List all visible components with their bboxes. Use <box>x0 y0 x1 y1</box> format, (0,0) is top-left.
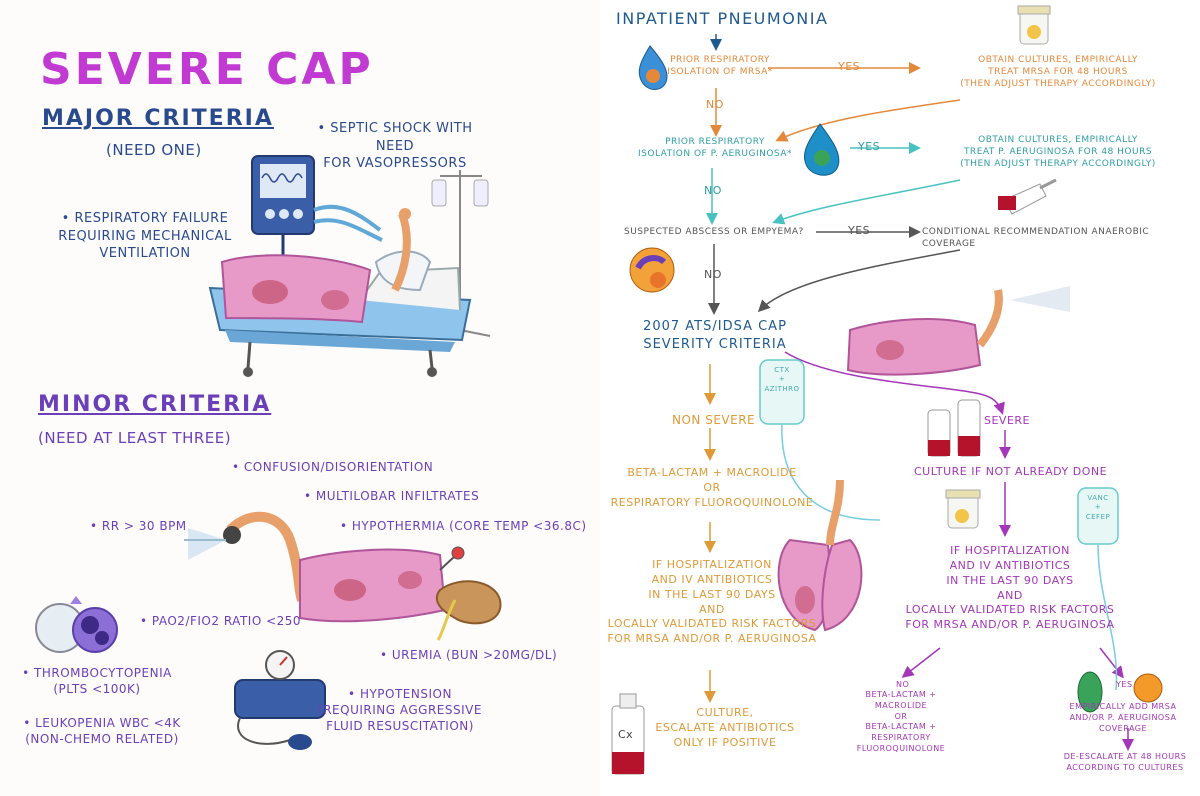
multilobar-item: • MULTILOBAR INFILTRATES <box>304 488 479 504</box>
pseudomonas-yes-action: OBTAIN CULTURES, EMPIRICALLY TREAT P. AE… <box>918 134 1198 170</box>
major-criteria-subheading: (NEED ONE) <box>106 140 202 160</box>
non-severe-culture: CULTURE, ESCALATE ANTIBIOTICS ONLY IF PO… <box>650 706 800 751</box>
severe-no-regimen: BETA-LACTAM + MACROLIDE OR BETA-LACTAM +… <box>826 690 976 755</box>
severe-yes-coverage: EMPIRICALLY ADD MRSA AND/OR P. AERUGINOS… <box>1046 702 1200 734</box>
iv-bag-vanc-label: VANC + CEFEP <box>1078 494 1118 522</box>
respiratory-failure-item: • RESPIRATORY FAILURE REQUIRING MECHANIC… <box>50 210 240 263</box>
iv-bag-ctx-label: CTX + AZITHRO <box>762 366 802 394</box>
major-criteria-heading: MAJOR CRITERIA <box>42 104 274 134</box>
inpatient-pneumonia-flowchart: INPATIENT PNEUMONIA PRIOR RESPIRATORY IS… <box>600 0 1200 796</box>
uremia-item: • UREMIA (BUN >20mg/dL) <box>380 647 557 663</box>
abscess-no-label: NO <box>704 268 722 283</box>
flowchart-title: INPATIENT PNEUMONIA <box>616 8 828 30</box>
pseudomonas-no-label: NO <box>704 184 722 199</box>
right-lung-icon <box>848 286 1070 375</box>
thrombocytopenia-item: • THROMBOCYTOPENIA (PLTS <100K) <box>12 665 182 697</box>
severity-criteria: 2007 ATS/IDSA CAP SEVERITY CRITERIA <box>620 318 810 353</box>
kidney-icon <box>437 581 501 640</box>
abscess-yes-label: YES <box>848 224 870 239</box>
culture-jar-icon <box>1018 6 1050 44</box>
anaerobe-bacteria-icon <box>630 248 674 292</box>
leukopenia-item: • LEUKOPENIA WBC <4K (NON-CHEMO RELATED) <box>12 715 192 747</box>
culture-bottle-icon <box>998 180 1056 214</box>
blood-cells-icon <box>36 596 117 652</box>
pseudomonas-question: PRIOR RESPIRATORY ISOLATION OF P. AERUGI… <box>630 136 800 160</box>
severe-cap-panel: SEVERE CAP MAJOR CRITERIA (NEED ONE) • S… <box>0 0 600 796</box>
culture-bottles-icon <box>928 400 980 456</box>
page-title: SEVERE CAP <box>40 40 374 99</box>
abscess-yes-action: CONDITIONAL RECOMMENDATION ANAEROBIC COV… <box>922 226 1200 250</box>
respiratory-rate-item: • RR > 30 BPM <box>90 518 187 534</box>
mrsa-yes-label: YES <box>838 60 860 75</box>
non-severe-risk-factors: IF HOSPITALIZATION AND IV ANTIBIOTICS IN… <box>600 558 824 647</box>
hospital-bed-icon <box>210 208 470 377</box>
flowchart-arrows <box>600 0 1200 796</box>
non-severe-label: NON SEVERE <box>672 412 755 428</box>
confusion-item: • CONFUSION/DISORIENTATION <box>232 459 433 475</box>
culture-jar-severe-icon <box>946 490 980 528</box>
minor-criteria-heading: MINOR CRITERIA <box>38 390 271 420</box>
bottle-label: Cx <box>618 728 633 743</box>
severe-label: SEVERE <box>984 414 1030 429</box>
hypotension-item: • HYPOTENSION (REQUIRING AGGRESSIVE FLUI… <box>300 686 500 735</box>
pseudomonas-drop-icon <box>804 124 838 175</box>
severe-risk-factors: IF HOSPITALIZATION AND IV ANTIBIOTICS IN… <box>900 544 1120 633</box>
pao2-fio2-item: • PaO2/FiO2 RATIO <250 <box>140 613 301 629</box>
mrsa-yes-action: OBTAIN CULTURES, EMPIRICALLY TREAT MRSA … <box>918 54 1198 90</box>
severe-yes-label: YES <box>1116 680 1133 691</box>
septic-shock-item: • SEPTIC SHOCK WITH NEED FOR VASOPRESSOR… <box>300 120 490 173</box>
pseudomonas-yes-label: YES <box>858 140 880 155</box>
severe-culture: CULTURE IF NOT ALREADY DONE <box>914 465 1107 480</box>
mrsa-no-label: NO <box>706 98 724 113</box>
minor-criteria-subheading: (NEED AT LEAST THREE) <box>38 428 231 448</box>
de-escalate: DE-ESCALATE AT 48 HOURS ACCORDING TO CUL… <box>1050 752 1200 774</box>
hypothermia-item: • HYPOTHERMIA (CORE TEMP <36.8C) <box>340 518 587 534</box>
abscess-question: SUSPECTED ABSCESS OR EMPYEMA? <box>624 226 804 238</box>
non-severe-regimen: BETA-LACTAM + MACROLIDE OR RESPIRATORY F… <box>602 466 822 511</box>
mrsa-question: PRIOR RESPIRATORY ISOLATION OF MRSA* <box>660 54 780 78</box>
